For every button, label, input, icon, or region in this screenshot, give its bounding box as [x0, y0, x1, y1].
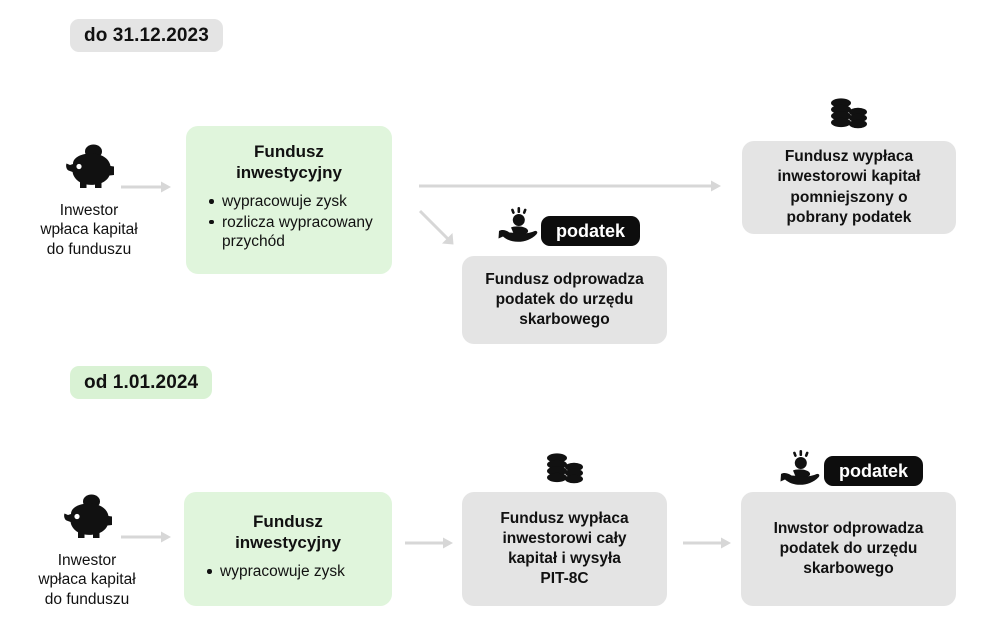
row2-payout-card: Fundusz wypłaca inwestorowi cały kapitał…	[462, 492, 667, 606]
row2-coins-icon	[544, 452, 586, 488]
row2-fund-card: Fundusz inwestycyjny wypracowuje zysk	[184, 492, 392, 606]
row2-tax-text: Inwstor odprowadza podatek do urzędu ska…	[773, 519, 924, 578]
row2-arrow-fund-to-payout	[404, 536, 456, 550]
row1-arrow-fund-to-payout	[418, 179, 724, 193]
row2-hand-person-tax-icon	[779, 450, 823, 488]
row2-podatek-pill: podatek	[824, 456, 924, 486]
row1-investor-caption: Inwestor wpłaca kapitał do funduszu	[40, 202, 138, 258]
row1-coins-icon	[828, 97, 870, 133]
row2-investor-caption: Inwestor wpłaca kapitał do funduszu	[38, 552, 136, 608]
row1-hand-person-tax-icon	[497, 207, 541, 245]
piggy-bank-icon	[61, 494, 113, 540]
row2-tax-card: Inwstor odprowadza podatek do urzędu ska…	[741, 492, 956, 606]
row2-fund-title: Fundusz inwestycyjny	[235, 512, 341, 552]
row1-payout-text: Fundusz wypłaca inwestorowi kapitał pomn…	[777, 148, 921, 226]
row1-fund-card: Fundusz inwestycyjny wypracowuje zysk ro…	[186, 126, 392, 274]
row1-arrow-fund-to-tax	[418, 209, 460, 251]
row2-payout-text: Fundusz wypłaca inwestorowi cały kapitał…	[500, 509, 629, 588]
date-badge-2023: do 31.12.2023	[70, 19, 223, 52]
date-badge-2024: od 1.01.2024	[70, 366, 213, 399]
row1-fund-bullets: wypracowuje zysk rozlicza wypracowany pr…	[202, 192, 376, 251]
row1-podatek-pill: podatek	[541, 216, 641, 246]
row2-fund-bullets: wypracowuje zysk	[200, 562, 376, 581]
row1-arrow-investor-to-fund	[120, 180, 174, 194]
row1-fund-title: Fundusz inwestycyjny	[236, 142, 342, 182]
piggy-bank-icon	[63, 144, 115, 190]
row2-investor-block: Inwestor wpłaca kapitał do funduszu	[22, 494, 152, 609]
row1-fund-bullet-0: wypracowuje zysk	[209, 192, 376, 211]
row2-fund-bullet-0: wypracowuje zysk	[207, 562, 376, 581]
row1-tax-card: Fundusz odprowadza podatek do urzędu ska…	[462, 256, 667, 344]
row1-payout-card: Fundusz wypłaca inwestorowi kapitał pomn…	[742, 141, 956, 234]
row2-arrow-investor-to-fund	[120, 530, 174, 544]
row1-fund-bullet-1: rozlicza wypracowany przychód	[209, 213, 376, 252]
row2-arrow-payout-to-tax	[682, 536, 734, 550]
row1-tax-text: Fundusz odprowadza podatek do urzędu ska…	[485, 270, 644, 329]
row1-investor-block: Inwestor wpłaca kapitał do funduszu	[24, 144, 154, 259]
